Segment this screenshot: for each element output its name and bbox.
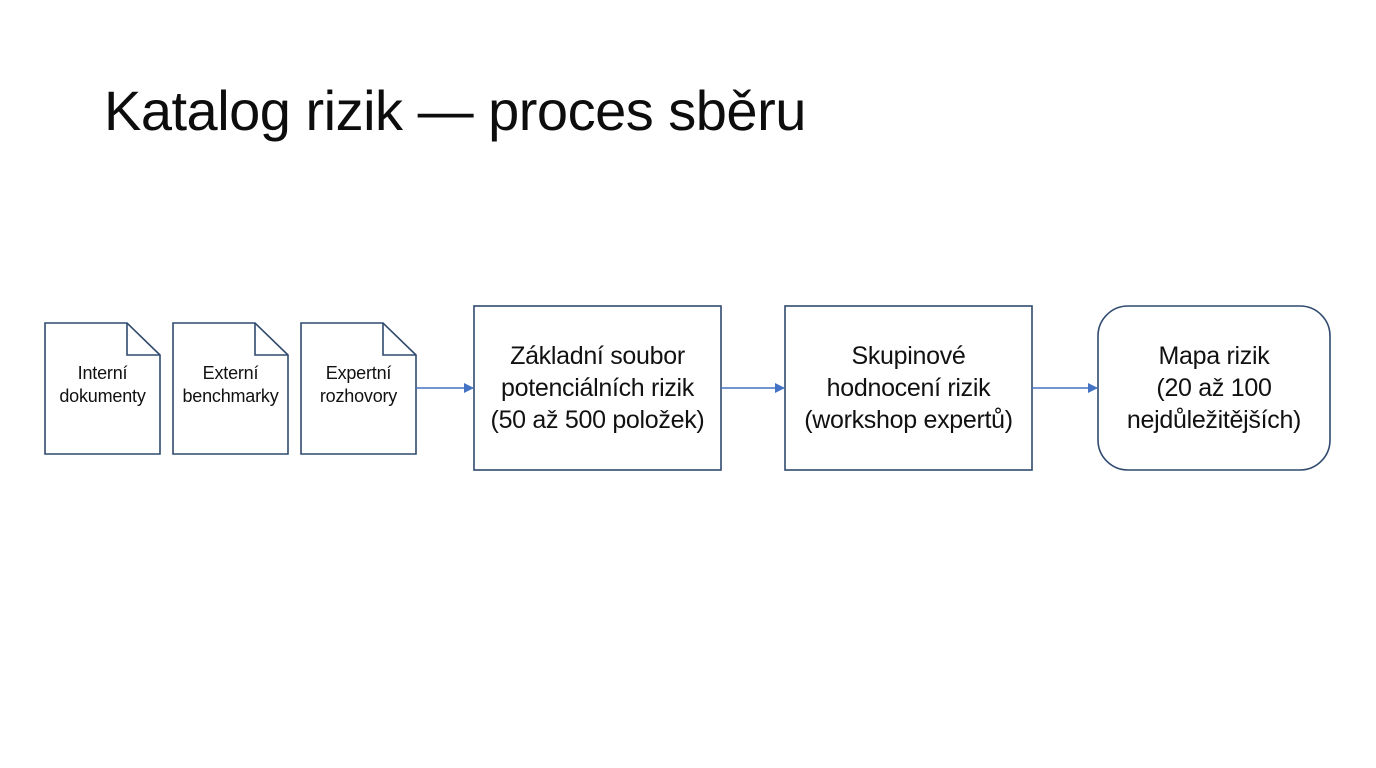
process-box-risk-map: [1097, 305, 1331, 471]
step-label-line: Základní soubor: [510, 342, 685, 370]
document-shape-external-benchmarks: [172, 322, 289, 455]
slide-title: Katalog rizik — proces sběru: [104, 79, 806, 142]
source-label-line: dokumenty: [59, 386, 146, 406]
source-label-line: Expertní: [325, 363, 392, 383]
step-label-risk-map: Mapa rizik (20 až 100 nejdůležitějších): [1098, 306, 1330, 470]
source-label-expert-interviews: Expertní rozhovory: [301, 350, 416, 420]
step-label-line: Mapa rizik: [1158, 342, 1270, 370]
document-shape-internal-docs: [44, 322, 161, 455]
source-label-line: rozhovory: [319, 386, 398, 406]
step-label-line: (workshop expertů): [804, 406, 1013, 434]
step-label-line: (50 až 500 položek): [490, 406, 705, 434]
source-label-external-benchmarks: Externí benchmarky: [173, 350, 288, 420]
document-shape-expert-interviews: [300, 322, 417, 455]
step-label-line: Skupinové: [851, 342, 966, 370]
source-label-line: Externí: [202, 363, 259, 383]
step-label-line: potenciálních rizik: [500, 374, 694, 402]
step-label-line: nejdůležitějších): [1126, 406, 1302, 434]
step-label-group-assessment: Skupinové hodnocení rizik (workshop expe…: [785, 306, 1032, 470]
step-label-line: hodnocení rizik: [826, 374, 991, 402]
source-label-line: Interní: [77, 363, 128, 383]
step-label-base-set: Základní soubor potenciálních rizik (50 …: [474, 306, 721, 470]
step-label-line: (20 až 100: [1156, 374, 1272, 402]
source-label-internal-docs: Interní dokumenty: [45, 350, 160, 420]
source-label-line: benchmarky: [182, 386, 279, 406]
